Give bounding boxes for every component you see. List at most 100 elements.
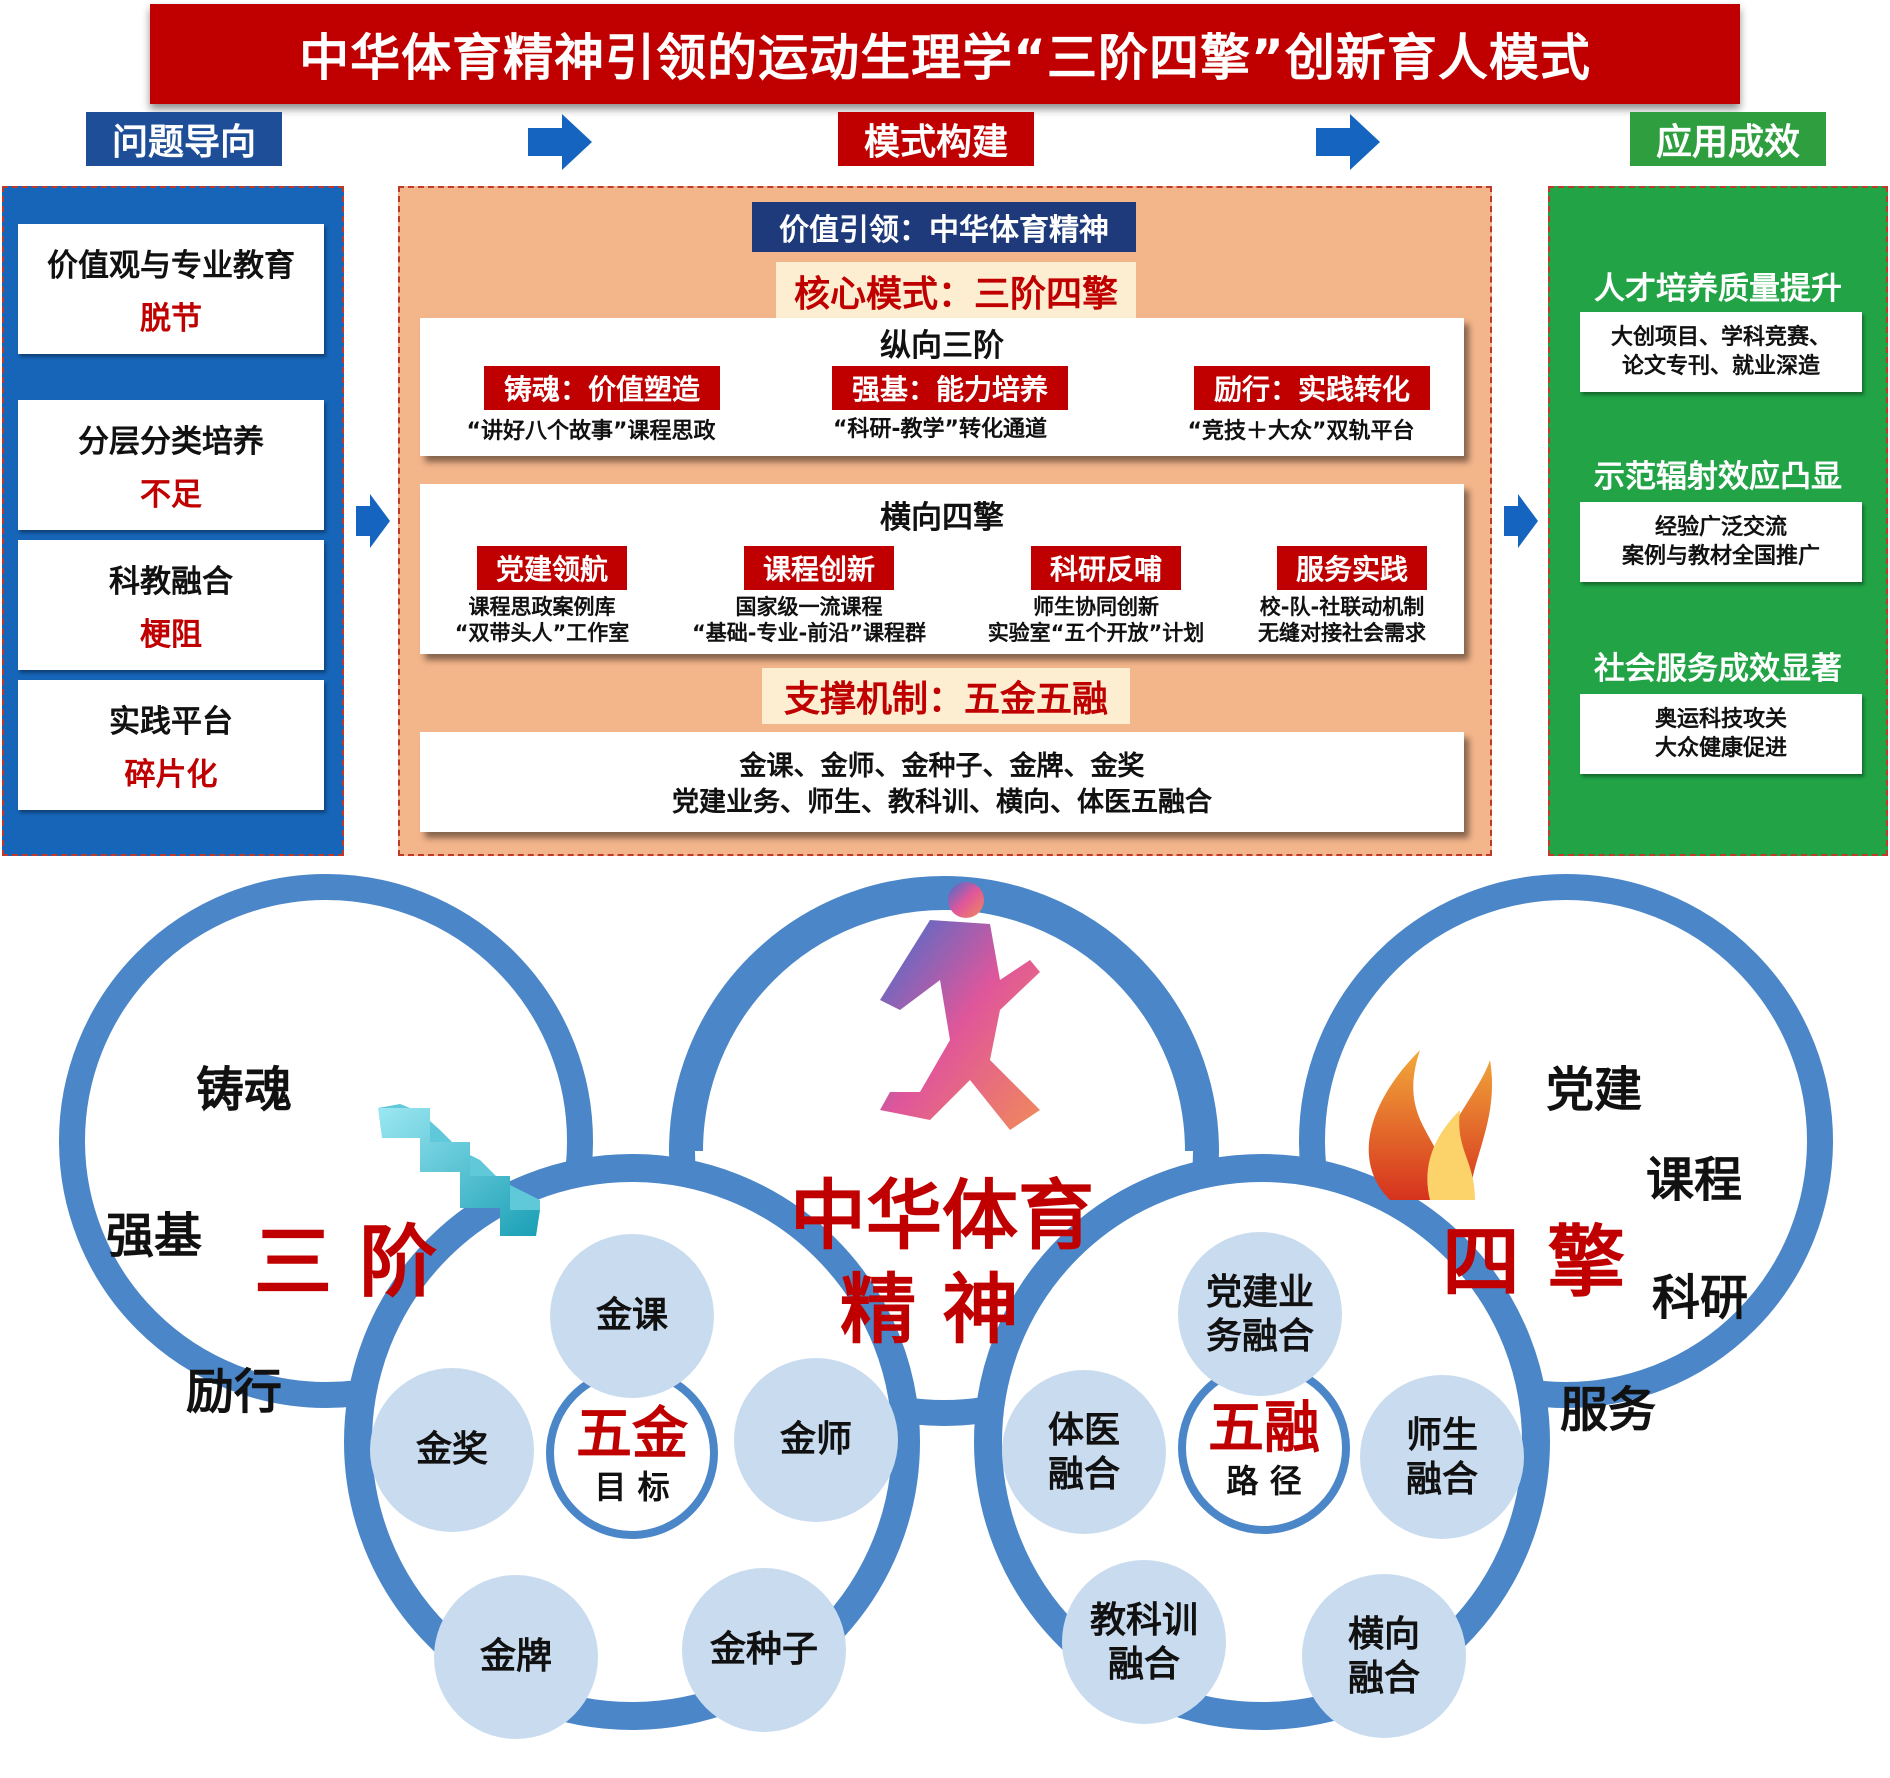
- stairs-icon: [378, 1104, 540, 1236]
- result-detail-box: 大创项目、学科竞赛、 论文专刊、就业深造: [1580, 312, 1862, 392]
- result-detail-box: 经验广泛交流 案例与教材全国推广: [1580, 502, 1862, 582]
- result-detail: 经验广泛交流: [1654, 515, 1787, 540]
- runner-icon: [880, 882, 1040, 1130]
- result-title: 社会服务成效显著: [1594, 650, 1842, 687]
- engine-tag: 服务实践: [1277, 546, 1427, 590]
- wurong-node-label: 党建业 务融合: [1178, 1270, 1342, 1360]
- wujin-node-label: 金奖: [415, 1429, 488, 1470]
- right-ring-item: 服务: [1560, 1382, 1657, 1438]
- right-arrow-icon: [1504, 494, 1538, 548]
- engine-desc: 课程思政案例库: [468, 595, 616, 619]
- engine-desc: “基础-专业-前沿”课程群: [691, 621, 927, 645]
- wujin-node: [550, 1234, 714, 1398]
- problem-item: 价值观与专业教育 脱节: [18, 224, 324, 354]
- rings-diagram: [59, 874, 1833, 1739]
- title-banner: 中华体育精神引领的运动生理学“三阶四擎”创新育人模式: [150, 4, 1740, 104]
- result-detail: 论文专刊、就业深造: [1621, 354, 1820, 379]
- left-ring-item: 强基: [106, 1208, 203, 1264]
- center-ring-line1: 中华体育: [790, 1171, 1094, 1260]
- right-ring-item: 课程: [1646, 1152, 1743, 1208]
- stage-desc: “竞技＋大众”双轨平台: [1187, 419, 1415, 444]
- center-ring-line2: 精 神: [840, 1265, 1019, 1354]
- wujin-node-label: 金师: [779, 1419, 852, 1460]
- wujin-node-label: 金课: [595, 1295, 668, 1336]
- engine-desc: 无缝对接社会需求: [1258, 621, 1426, 645]
- wurong-node-line: 融合: [1047, 1454, 1120, 1495]
- engine-tag: 课程创新: [744, 546, 894, 590]
- wujin-node: [734, 1358, 898, 1522]
- support-mechanism-label: 支撑机制：五金五融: [762, 668, 1130, 724]
- wurong-node-label: 体医 融合: [1002, 1408, 1166, 1498]
- wurong-node-line: 师生: [1405, 1415, 1478, 1456]
- right-ring-item: 党建: [1546, 1062, 1643, 1118]
- engine-desc: 校-队-社联动机制: [1259, 595, 1425, 619]
- wujin-node: [434, 1575, 598, 1739]
- result-detail: 案例与教材全国推广: [1621, 544, 1820, 569]
- header-model-construction: 模式构建: [838, 112, 1034, 166]
- problem-item: 实践平台 碎片化: [18, 680, 324, 810]
- wujin-node-label: 金种子: [709, 1629, 818, 1670]
- wurong-node: [1302, 1574, 1466, 1738]
- support-mechanism-box: [420, 732, 1464, 832]
- wurong-node-line: 务融合: [1205, 1316, 1314, 1357]
- wurong-node-label: 师生 融合: [1360, 1413, 1524, 1503]
- problem-topic: 科教融合: [109, 564, 233, 600]
- wurong-node-label: 横向 融合: [1302, 1612, 1466, 1702]
- wurong-node-line: 横向: [1347, 1614, 1420, 1655]
- flame-icon: [1368, 1050, 1493, 1200]
- stage-tag: 强基：能力培养: [832, 366, 1068, 410]
- wurong-node: [1002, 1370, 1166, 1534]
- problem-topic: 实践平台: [109, 704, 233, 740]
- result-detail: 奥运科技攻关: [1654, 707, 1787, 732]
- right-arrow-icon: [356, 494, 390, 548]
- engine-tag: 科研反哺: [1031, 546, 1181, 590]
- wurong-center: 五融 路 径: [1182, 1394, 1346, 1504]
- four-engines-label: 四 擎: [1442, 1218, 1626, 1308]
- result-detail: 大众健康促进: [1654, 736, 1787, 761]
- wurong-title: 五融: [1208, 1396, 1320, 1461]
- problem-item: 分层分类培养 不足: [18, 400, 324, 530]
- wujin-node: [682, 1568, 846, 1732]
- engine-desc: 国家级一流课程: [735, 595, 883, 619]
- header-application-results: 应用成效: [1630, 112, 1826, 166]
- problem-issue: 不足: [140, 477, 202, 513]
- wurong-node-label: 教科训 融合: [1062, 1598, 1226, 1688]
- result-detail: 大创项目、学科竞赛、: [1610, 325, 1831, 350]
- support-detail: 党建业务、师生、教科训、横向、体医五融合: [672, 787, 1212, 818]
- result-title: 示范辐射效应凸显: [1594, 458, 1842, 495]
- engine-desc: “双带头人”工作室: [454, 621, 630, 645]
- three-stages-label: 三 阶: [254, 1218, 438, 1308]
- engine-desc: 师生协同创新: [1033, 595, 1159, 619]
- support-detail: 金课、金师、金种子、金牌、金奖: [739, 751, 1145, 782]
- left-ring-item: 励行: [186, 1364, 283, 1420]
- stage-desc: “讲好八个故事”课程思政: [466, 419, 716, 444]
- wurong-node-line: 融合: [1347, 1658, 1420, 1699]
- wujin-center: 五金 目 标: [550, 1400, 714, 1510]
- wujin-node-label: 金牌: [479, 1636, 552, 1677]
- right-arrow-icon: [528, 114, 592, 170]
- wurong-node: [1360, 1375, 1524, 1539]
- problem-issue: 碎片化: [124, 757, 218, 793]
- right-ring-item: 科研: [1652, 1270, 1749, 1326]
- problem-topic: 分层分类培养: [78, 424, 264, 460]
- horizontal-title: 横向四擎: [880, 499, 1004, 536]
- wujin-title: 五金: [576, 1402, 688, 1467]
- page-title: 中华体育精神引领的运动生理学“三阶四擎”创新育人模式: [299, 29, 1591, 87]
- wurong-node-line: 党建业: [1205, 1272, 1314, 1313]
- result-title: 人才培养质量提升: [1594, 270, 1842, 307]
- engine-desc: 实验室“五个开放”计划: [987, 621, 1205, 645]
- problem-item: 科教融合 梗阻: [18, 540, 324, 670]
- vertical-title: 纵向三阶: [880, 327, 1004, 364]
- right-arrow-icon: [1316, 114, 1380, 170]
- stage-tag: 铸魂：价值塑造: [484, 366, 720, 410]
- wurong-node-line: 体医: [1047, 1410, 1120, 1451]
- wujin-node: [370, 1368, 534, 1532]
- problem-issue: 脱节: [140, 301, 202, 337]
- core-model-label: 核心模式：三阶四擎: [776, 262, 1136, 320]
- problem-topic: 价值观与专业教育: [47, 248, 295, 284]
- wurong-subtitle: 路 径: [1226, 1462, 1302, 1500]
- stage-tag: 励行：实践转化: [1194, 366, 1430, 410]
- wurong-node: [1062, 1560, 1226, 1724]
- wurong-node: [1178, 1232, 1342, 1396]
- wurong-node-line: 融合: [1107, 1644, 1180, 1685]
